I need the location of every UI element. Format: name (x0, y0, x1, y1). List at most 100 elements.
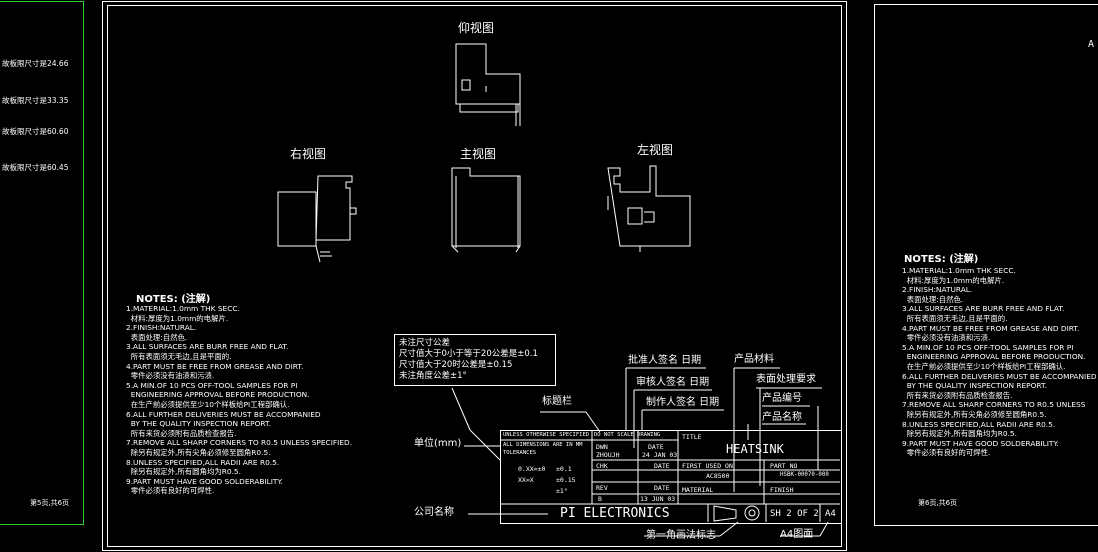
callout-title-bar: 标题栏 (542, 396, 572, 407)
left-view-label: 左视图 (637, 143, 674, 157)
note-line: 零件必须有良好的可焊性. (126, 486, 215, 496)
right-note-line: 9.PART MUST HAVE GOOD SOLDERABILITY. (902, 438, 1059, 448)
tb-tol-row-val: ±0.15 (556, 476, 576, 484)
tb-date-val: 24 JAN 03 (642, 451, 678, 459)
left-dim-4: 故板限尺寸是60.45 (2, 163, 69, 172)
callout-reviewer: 审核人签名 日期 (636, 377, 710, 388)
right-note-line: 7.REMOVE ALL SHARP CORNERS TO R0.5 UNLES… (902, 400, 1086, 410)
tb-tol-sub1: ALL DIMENSIONS ARE IN MM (503, 442, 583, 448)
right-note-line: 材料:厚度为1.0mm的电解片. (902, 275, 1005, 285)
first-angle-projection-icon (713, 505, 760, 522)
note-line: 6.ALL FURTHER DELIVERIES MUST BE ACCOMPA… (126, 409, 321, 419)
right-note-line: 所有表面须无毛边,且是平面的. (902, 313, 1008, 323)
tb-tol-row-val: ±0.1 (556, 465, 572, 473)
note-line: BY THE QUALITY INSPECTION REPORT. (126, 419, 272, 429)
callout-approver: 批准人签名 日期 (628, 355, 702, 366)
note-line: ENGINEERING APPROVAL BEFORE PRODUCTION. (126, 390, 310, 400)
note-line: 8.UNLESS SPECIFIED,ALL RADII ARE R0.5. (126, 457, 280, 467)
callout-maker: 制作人签名 日期 (646, 397, 720, 408)
tb-tol-sub2: TOLERANCES (503, 450, 537, 456)
tolerance-line: 尺寸值大于0小于等于20公差是±0.1 (399, 349, 538, 359)
bottom-view-drawing (455, 43, 521, 126)
note-line: 材料:厚度为1.0mm的电解片. (126, 313, 229, 323)
left-sheet-frame (0, 1, 84, 525)
note-line: 表面处理:自然色. (126, 332, 188, 342)
right-view-label: 右视图 (290, 147, 327, 161)
front-view-drawing (451, 167, 521, 253)
callout-product-name: 产品名称 (762, 412, 802, 423)
callout-company: 公司名称 (414, 507, 454, 518)
note-line: 4.PART MUST BE FREE FROM GREASE AND DIRT… (126, 361, 304, 371)
callout-projection: 第一角画法标志 (646, 530, 716, 541)
left-view-drawing (607, 165, 691, 252)
callout-unit: 单位(mm) (414, 438, 462, 449)
note-line: 1.MATERIAL:1.0mm THK SECC. (126, 304, 240, 313)
right-sheet-frame (874, 4, 1098, 526)
callout-part-no: 产品编号 (762, 393, 802, 404)
tb-first-used: FIRST USED ON (682, 462, 733, 470)
right-note-line: 在生产前必须提供至少10个样板给PI工程部确认. (902, 361, 1066, 371)
callout-paper-size: A4图面 (780, 529, 814, 540)
title-block (500, 430, 842, 524)
note-line: 3.ALL SURFACES ARE BURR FREE AND FLAT. (126, 342, 289, 352)
note-line: 在生产前必须提供至少10个样板给PI工程部确认. (126, 399, 290, 409)
tb-tol-row-val: ±1° (556, 487, 568, 495)
tb-date2: DATE (654, 462, 670, 470)
right-note-line: 8.UNLESS SPECIFIED,ALL RADII ARE R0.5. (902, 419, 1056, 429)
tb-date3: DATE (654, 484, 670, 492)
note-line: 所有来货必须附有品质检查报告. (126, 428, 237, 438)
right-note-line: 6.ALL FURTHER DELIVERIES MUST BE ACCOMPA… (902, 371, 1096, 381)
tolerance-line: 未注尺寸公差 (399, 338, 451, 348)
callout-leaders (464, 367, 829, 537)
note-line: 除另有规定外,所有圆角均为R0.5. (126, 467, 241, 477)
tb-do-not-scale: DO NOT SCALE DRAWING (594, 432, 661, 438)
right-note-line: 零件必须没有油渍和污渍. (902, 333, 991, 343)
tb-part-no-label: PART NO (770, 462, 798, 470)
right-page-number: 第6页,共6页 (918, 499, 958, 507)
right-note-line: 5.A MIN.OF 10 PCS OFF-TOOL SAMPLES FOR P… (902, 342, 1074, 352)
right-notes-title: NOTES: (注解) (904, 254, 979, 265)
tolerance-line: 未注角度公差±1° (399, 371, 467, 381)
tb-title-value: HEATSINK (726, 442, 784, 456)
right-note-line: 2.FINISH:NATURAL. (902, 285, 973, 295)
tb-tol-header: UNLESS OTHERWISE SPECIFIED (503, 432, 590, 438)
note-line: 零件必须没有油渍和污渍. (126, 371, 215, 381)
note-line: 2.FINISH:NATURAL. (126, 323, 197, 333)
tb-sheet-number: SH 2 OF 2 (770, 509, 819, 519)
tolerance-line: 尺寸值大于20时公差是±0.15 (399, 360, 513, 370)
left-dim-2: 故板限尺寸是33.35 (2, 96, 69, 105)
right-view-drawing (277, 175, 357, 263)
tb-rev: REV (596, 484, 608, 492)
left-dim-3: 故板限尺寸是60.60 (2, 127, 69, 136)
right-notes-list: 1.MATERIAL:1.0mm THK SECC. 材料:厚度为1.0mm的电… (902, 266, 1096, 458)
tb-material-label: MATERIAL (682, 486, 714, 494)
tb-dwn-name: ZHOUJH (596, 451, 620, 459)
right-note-line: BY THE QUALITY INSPECTION REPORT. (902, 381, 1048, 391)
right-note-line: 所有来货必须附有品质检查报告. (902, 390, 1013, 400)
tb-title-label: TITLE (682, 433, 702, 441)
left-dim-1: 故板限尺寸是24.66 (2, 59, 69, 68)
notes-title: NOTES: (注解) (136, 294, 211, 305)
tb-dwn: DWN (596, 443, 608, 451)
right-note-line: 3.ALL SURFACES ARE BURR FREE AND FLAT. (902, 304, 1065, 314)
tb-tol-row: XX=X (518, 476, 534, 484)
tb-date3-val: 13 JUN 03 (640, 495, 676, 503)
right-sheet-corner-mark: A (1088, 39, 1095, 50)
right-note-line: 4.PART MUST BE FREE FROM GREASE AND DIRT… (902, 323, 1080, 333)
right-note-line: 1.MATERIAL:1.0mm THK SECC. (902, 266, 1016, 275)
tb-first-used-val: AC8500 (706, 472, 730, 480)
notes-list: 1.MATERIAL:1.0mm THK SECC. 材料:厚度为1.0mm的电… (126, 304, 352, 496)
callout-material: 产品材料 (734, 354, 774, 365)
tb-company-name: PI ELECTRONICS (560, 506, 670, 521)
right-note-line: 表面处理:自然色. (902, 294, 964, 304)
tb-paper-size: A4 (825, 509, 836, 519)
tb-chk: CHK (596, 462, 608, 470)
note-line: 5.A MIN.OF 10 PCS OFF-TOOL SAMPLES FOR P… (126, 380, 298, 390)
front-view-label: 主视图 (460, 147, 497, 161)
note-line: 7.REMOVE ALL SHARP CORNERS TO R0.5 UNLES… (126, 438, 353, 448)
right-note-line: 除另有规定外,所有尖角必须修至圆角R0.5. (902, 409, 1047, 419)
right-note-line: 零件必须有良好的可焊性. (902, 448, 991, 458)
note-line: 所有表面须无毛边,且是平面的. (126, 351, 232, 361)
tb-date-label: DATE (648, 443, 664, 451)
